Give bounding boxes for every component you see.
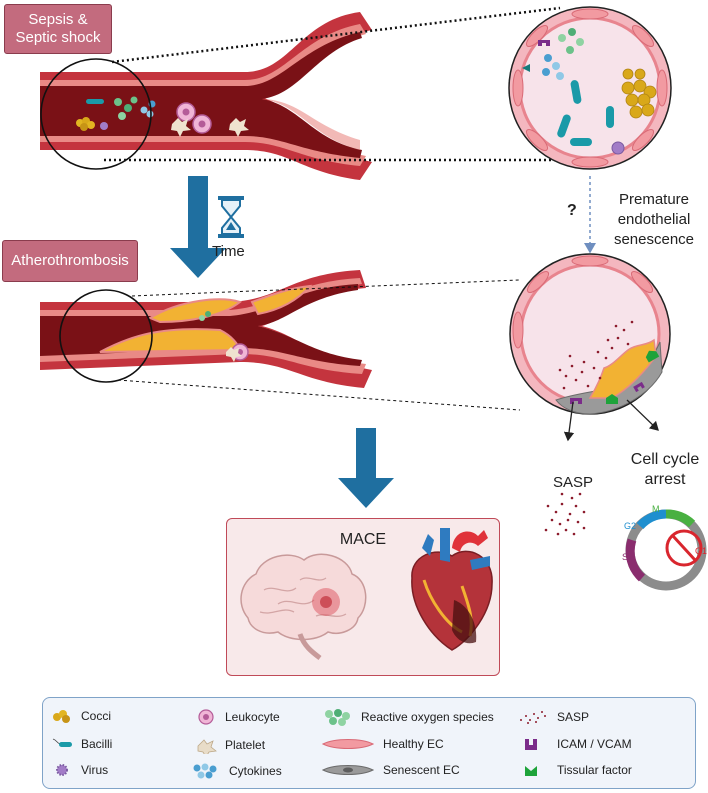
bacilli-icon <box>52 738 72 747</box>
arrow-to-cell-cycle <box>626 399 659 431</box>
sepsis-vessel <box>40 12 372 180</box>
legend-item-senescent-ec: Senescent EC <box>321 762 460 778</box>
premature-label: Premature endothelial senescence <box>604 190 704 250</box>
time-label: Time <box>212 243 245 260</box>
leukocyte-icon <box>198 709 214 725</box>
sepsis-line1: Sepsis & <box>28 11 88 28</box>
cytokines-icon <box>193 763 217 779</box>
legend-label: Reactive oxygen species <box>361 710 494 724</box>
zoom-line-top-2 <box>131 279 521 297</box>
legend-item-cocci: Cocci <box>51 708 111 724</box>
cell-cycle-label: Cell cycle arrest <box>622 450 708 490</box>
cell-cycle-diagram <box>625 509 707 591</box>
phase-s-label: S <box>622 552 629 562</box>
legend: Cocci Bacilli Virus Leukocyte Platelet C… <box>42 697 696 789</box>
atherothrombosis-vessel <box>40 270 372 388</box>
senescent-vessel-cross-section <box>509 253 671 415</box>
legend-item-sasp: SASP <box>517 708 589 726</box>
virus-icon <box>56 764 68 776</box>
legend-item-virus: Virus <box>51 762 108 778</box>
legend-item-ros: Reactive oxygen species <box>321 708 494 726</box>
athero-zoom-circle <box>59 289 153 383</box>
atherothrombosis-label: Atherothrombosis <box>11 252 129 269</box>
sasp-dots <box>544 492 586 536</box>
arrow-to-sasp <box>563 401 575 442</box>
legend-label: Leukocyte <box>225 710 280 724</box>
legend-item-bacilli: Bacilli <box>51 736 112 752</box>
legend-item-leukocyte: Leukocyte <box>195 708 280 726</box>
legend-item-icam-vcam: ICAM / VCAM <box>517 736 632 752</box>
legend-label: Senescent EC <box>383 763 460 777</box>
legend-item-cytokines: Cytokines <box>191 762 282 780</box>
sepsis-tag: Sepsis & Septic shock <box>4 4 112 54</box>
ros-icon <box>325 709 350 726</box>
platelet-icon <box>197 739 217 754</box>
zoom-line-top <box>111 6 561 64</box>
legend-label: SASP <box>557 710 590 724</box>
legend-label: Virus <box>81 763 109 777</box>
phase-g1-label: G1 <box>695 546 708 556</box>
sepsis-vessel-contents <box>76 96 249 137</box>
legend-label: Platelet <box>225 738 266 752</box>
mace-box: MACE <box>226 518 500 676</box>
cocci-icon <box>53 710 70 723</box>
tissular-factor-icon <box>525 766 537 776</box>
icam-vcam-icon <box>525 739 537 750</box>
infected-vessel-cross-section <box>508 6 672 170</box>
sasp-icon <box>520 711 546 724</box>
legend-label: Bacilli <box>81 737 113 751</box>
question-mark: ? <box>567 202 577 219</box>
sasp-label: SASP <box>553 474 594 491</box>
cell-cycle-line2: arrest <box>644 471 686 488</box>
mace-title: MACE <box>339 531 387 548</box>
atherothrombosis-tag: Atherothrombosis <box>2 240 138 282</box>
healthy-ec-icon <box>321 739 375 749</box>
time-arrow <box>170 176 226 278</box>
hourglass-icon <box>218 196 244 238</box>
legend-item-healthy-ec: Healthy EC <box>321 736 444 752</box>
legend-label: ICAM / VCAM <box>557 737 632 751</box>
sepsis-zoom-circle <box>40 58 152 170</box>
legend-label: Cytokines <box>229 764 282 778</box>
premature-line1: Premature <box>618 191 690 208</box>
legend-label: Cocci <box>81 709 112 723</box>
premature-line3: senescence <box>613 231 695 248</box>
senescent-ec-icon <box>321 765 375 775</box>
sepsis-line2: Septic shock <box>15 29 101 46</box>
legend-label: Tissular factor <box>557 763 632 777</box>
phase-g2-label: G2 <box>624 521 637 531</box>
legend-item-platelet: Platelet <box>195 736 265 754</box>
phase-m-label: M <box>652 504 660 514</box>
zoom-line-bottom-2 <box>117 379 521 411</box>
legend-item-tissular-factor: Tissular factor <box>517 762 632 778</box>
premature-line2: endothelial <box>617 211 691 228</box>
cell-cycle-line1: Cell cycle <box>630 451 700 468</box>
legend-label: Healthy EC <box>383 737 444 751</box>
